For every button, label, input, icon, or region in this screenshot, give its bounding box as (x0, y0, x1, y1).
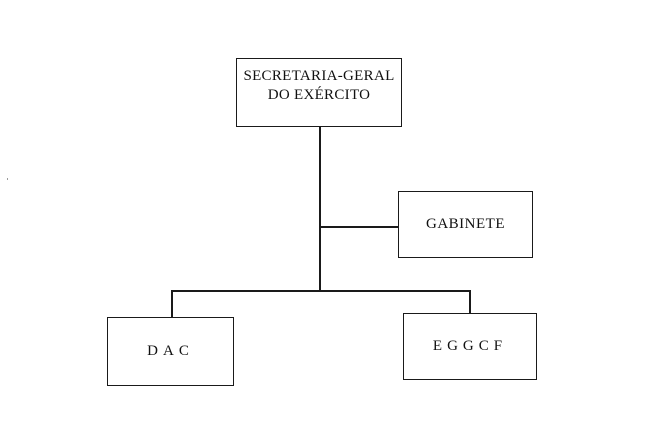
node-root-line2: DO EXÉRCITO (267, 86, 371, 103)
connector-children-bar (171, 290, 470, 292)
node-root-line1: SECRETARIA-GERAL (243, 67, 395, 84)
scan-artifact (7, 178, 8, 180)
connector-dac-drop (171, 290, 173, 317)
node-secretaria-geral: SECRETARIA-GERAL DO EXÉRCITO (236, 58, 402, 127)
node-eggcf-label: EGGCF (432, 338, 508, 354)
node-gabinete: GABINETE (398, 191, 533, 258)
node-gabinete-label: GABINETE (426, 216, 505, 232)
connector-eggcf-drop (469, 290, 471, 313)
connector-staff-branch (319, 226, 399, 228)
connector-root-trunk (319, 127, 321, 291)
node-dac-label: DAC (147, 343, 194, 359)
node-eggcf: EGGCF (403, 313, 537, 380)
node-dac: DAC (107, 317, 234, 386)
